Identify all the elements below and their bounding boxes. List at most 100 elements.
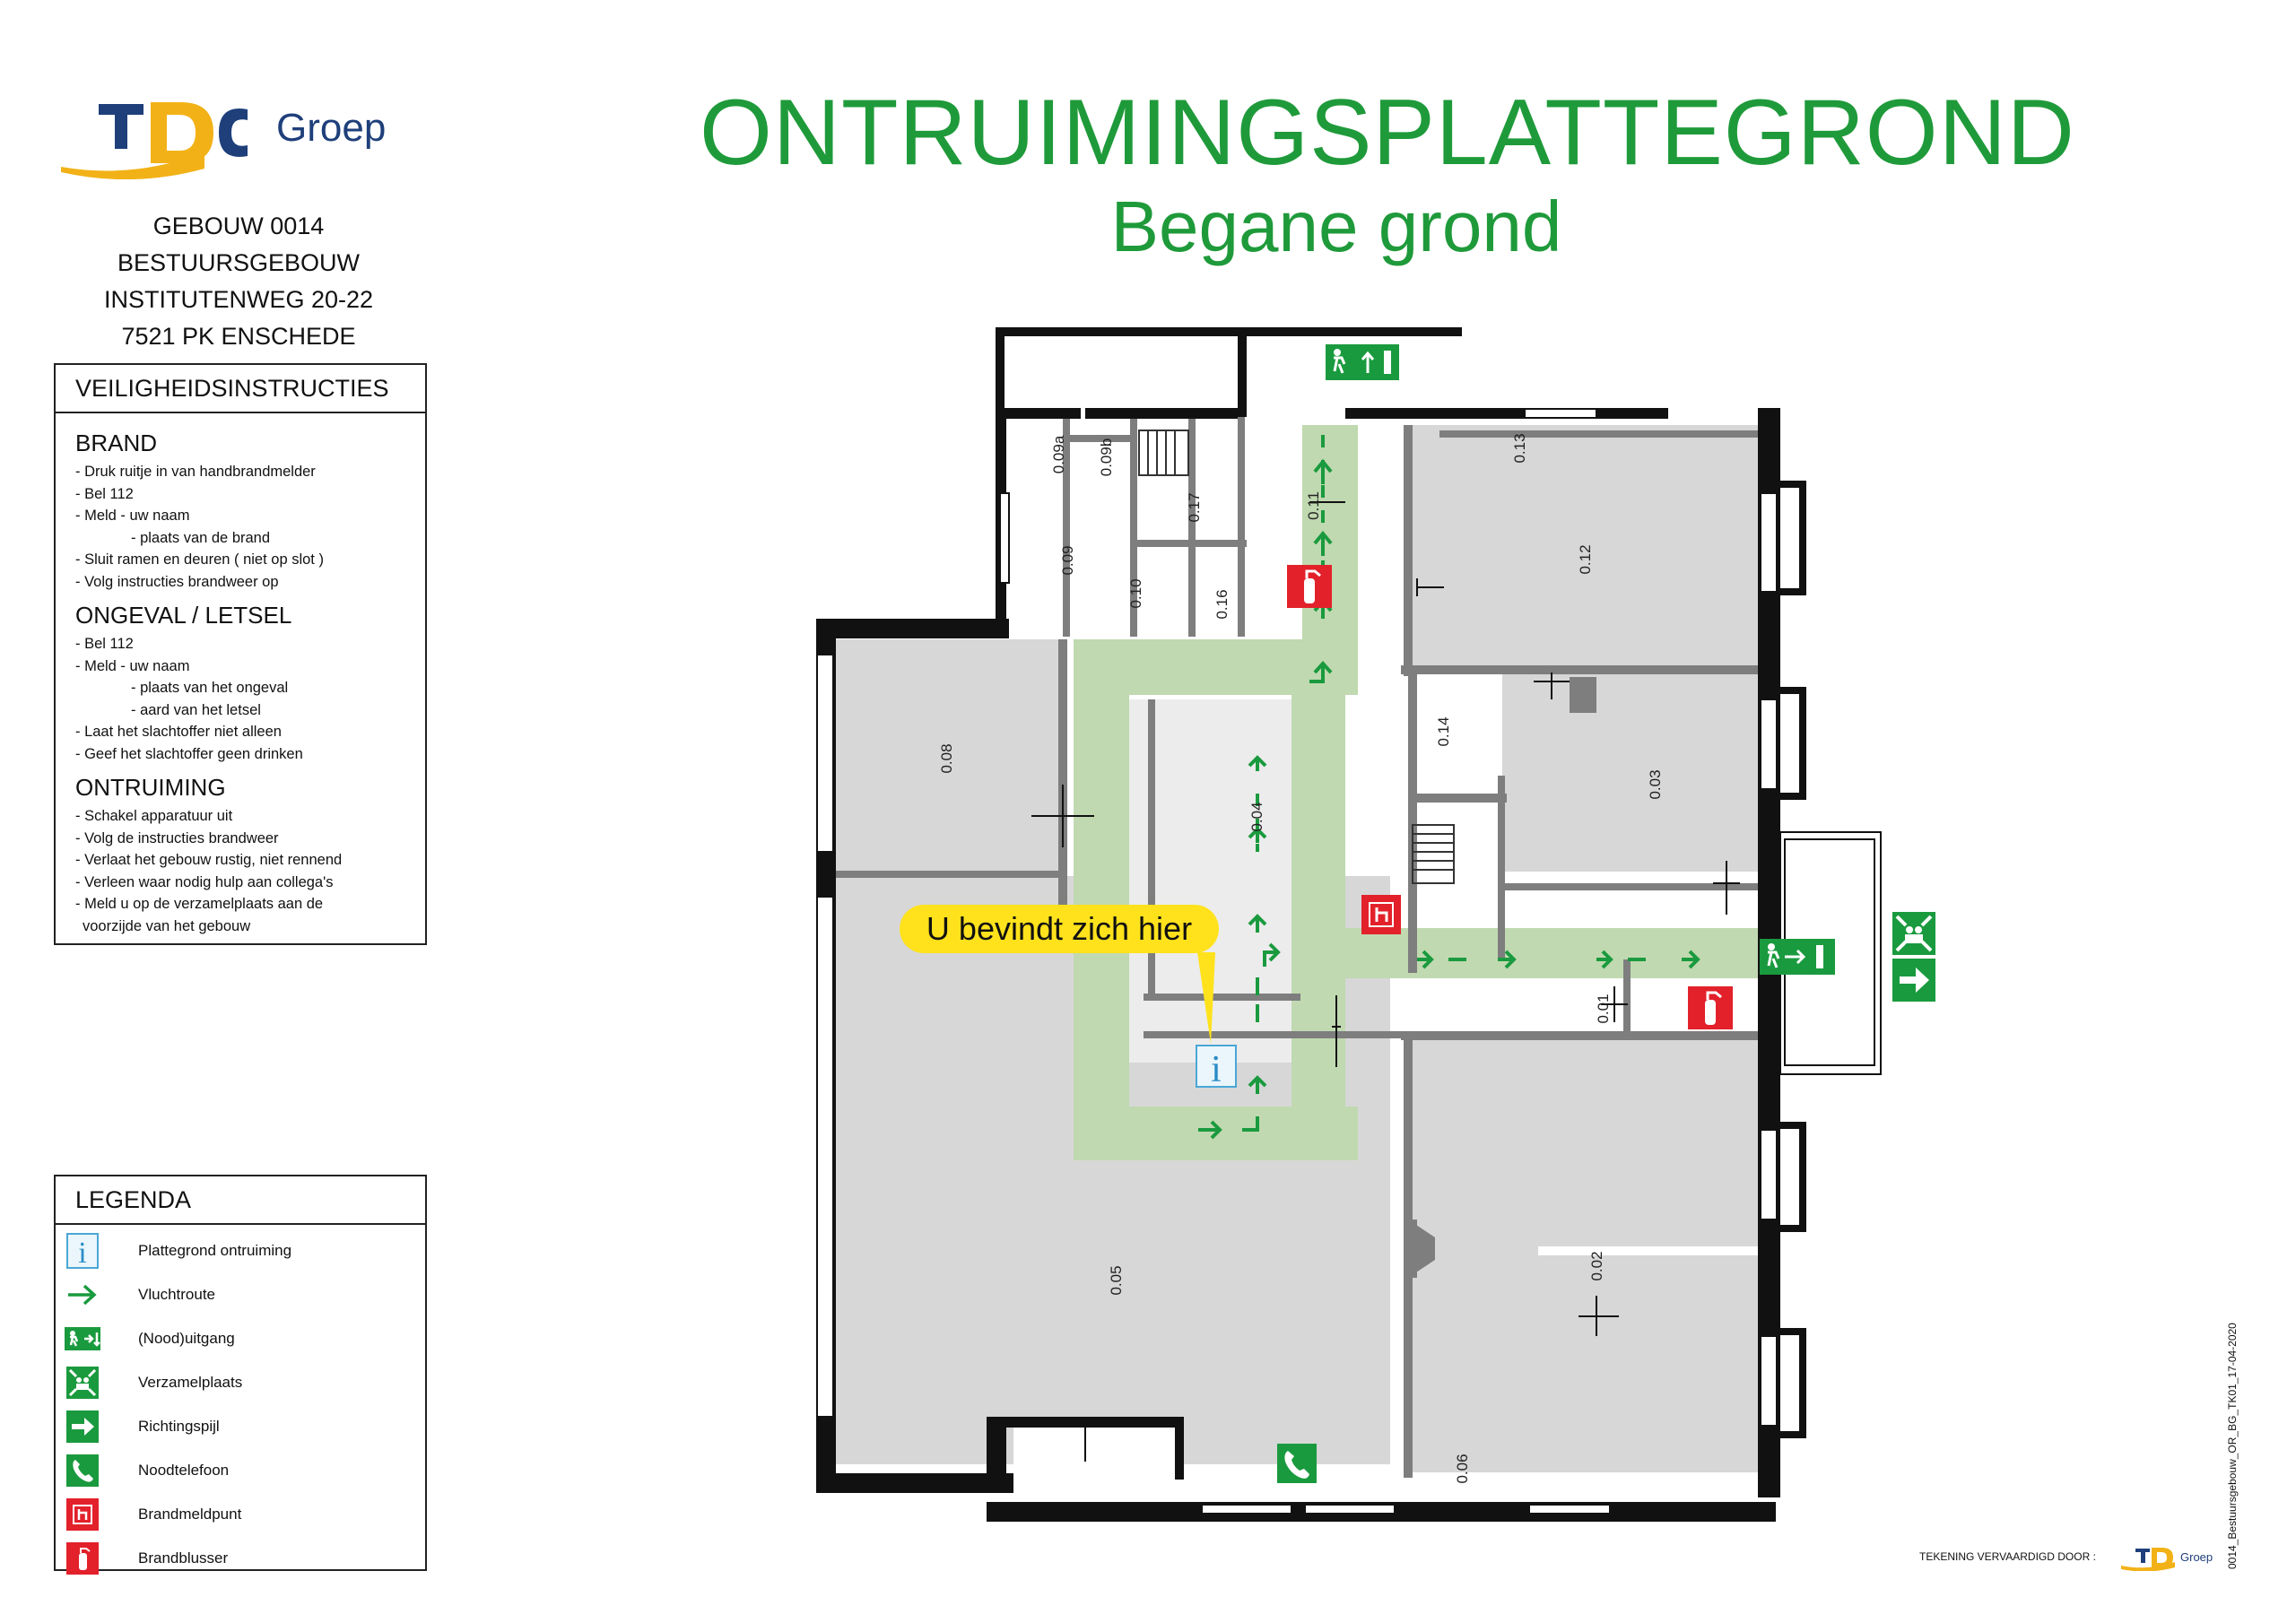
- info-icon: i: [65, 1233, 100, 1269]
- room-label: 0.17: [1186, 492, 1203, 522]
- room-0-12: [1408, 425, 1758, 674]
- assembly-point-icon: [65, 1365, 100, 1401]
- instruction-line: - Schakel apparatuur uit: [75, 808, 233, 824]
- room-label: 0.09a: [1050, 435, 1067, 473]
- exit-icon: [65, 1321, 100, 1357]
- extinguisher-sign: [1287, 565, 1332, 608]
- drawing-id: 0014_Bestuursgebouw_OR_BG_TK01_17-04-202…: [2226, 1323, 2239, 1569]
- legend-label: (Nood)uitgang: [138, 1330, 235, 1347]
- room-label: 0.04: [1248, 802, 1265, 831]
- tdc-groep-logo: Groep: [61, 90, 429, 180]
- room-labels: 0.08 0.05 0.02 0.12 0.03 0.04 0.01 0.06 …: [938, 433, 1664, 1483]
- room-label: 0.09: [1059, 545, 1076, 575]
- legend-item: Verzamelplaats: [56, 1362, 242, 1403]
- you-are-here-label: U bevindt zich hier: [900, 905, 1219, 953]
- room-label: 0.10: [1127, 578, 1144, 608]
- legend-item: Brandmeldpunt: [56, 1494, 241, 1535]
- legend-label: Vluchtroute: [138, 1286, 215, 1303]
- legend-label: Brandblusser: [138, 1549, 229, 1567]
- legend-label: Brandmeldpunt: [138, 1506, 242, 1523]
- room-label: 0.12: [1577, 544, 1594, 574]
- page-subtitle: Begane grond: [1110, 187, 1562, 266]
- room-label: 0.06: [1454, 1454, 1471, 1483]
- instruction-line: - Bel 112: [75, 636, 134, 652]
- room-label: 0.01: [1595, 994, 1612, 1023]
- page-title: ONTRUIMINGSPLATTEGROND: [700, 81, 2075, 185]
- extinguisher-icon: [65, 1541, 100, 1576]
- legend-item: Brandblusser: [56, 1538, 228, 1579]
- room-label: 0.02: [1588, 1251, 1605, 1280]
- instruction-line: - plaats van het ongeval: [131, 680, 289, 696]
- room-label: 0.14: [1435, 716, 1452, 746]
- instruction-line: - plaats van de brand: [131, 529, 271, 546]
- section-title-ongeval: ONGEVAL / LETSEL: [75, 602, 292, 629]
- instruction-line: - Sluit ramen en deuren ( niet op slot ): [75, 551, 324, 568]
- legend-header: LEGENDA: [56, 1176, 425, 1225]
- direction-arrow-icon: [65, 1409, 100, 1445]
- room-0-02: [1408, 1040, 1758, 1472]
- address-line: 7521 PK ENSCHEDE: [121, 323, 356, 350]
- phone-sign: [1277, 1444, 1317, 1483]
- tdc-groep-logo-small: Groep: [2121, 1544, 2220, 1572]
- small-logo-text: Groep: [2180, 1550, 2213, 1564]
- address-line: INSTITUTENWEG 20-22: [103, 286, 374, 313]
- instruction-line: - aard van het letsel: [131, 701, 261, 718]
- address-line: GEBOUW 0014: [152, 213, 325, 239]
- logo-text: Groep: [276, 106, 387, 150]
- extinguisher-sign: [1688, 986, 1733, 1029]
- legend-panel: LEGENDA i Plattegrond ontruiming Vluchtr…: [54, 1175, 427, 1575]
- room-label: 0.09b: [1098, 438, 1115, 477]
- instruction-line: - Druk ruitje in van handbrandmelder: [75, 464, 316, 480]
- safety-instructions-panel: VEILIGHEIDSINSTRUCTIES BRAND - Druk ruit…: [54, 363, 427, 945]
- legend-item: (Nood)uitgang: [56, 1318, 235, 1359]
- room-label: 0.16: [1213, 589, 1231, 619]
- svg-text:i: i: [78, 1237, 86, 1269]
- legend-item: Noodtelefoon: [56, 1450, 229, 1491]
- instruction-line: - Meld u op de verzamelplaats aan de: [75, 896, 324, 912]
- arrow-icon: [65, 1277, 100, 1313]
- building-address: GEBOUW 0014 BESTUURSGEBOUW INSTITUTENWEG…: [54, 208, 423, 355]
- legend-label: Verzamelplaats: [138, 1374, 243, 1391]
- room-label: 0.05: [1108, 1265, 1125, 1295]
- room-0-03: [1502, 674, 1758, 872]
- phone-icon: [65, 1453, 100, 1488]
- instruction-line: - Volg de instructies brandweer: [75, 829, 279, 846]
- drawing-credits: TEKENING VERVAARDIGD DOOR :: [1919, 1550, 2096, 1563]
- stairs: [1138, 430, 1455, 884]
- legend-item: Vluchtroute: [56, 1274, 215, 1315]
- fire-alarm-icon: [65, 1497, 100, 1532]
- svg-text:i: i: [1211, 1049, 1222, 1090]
- assembly-point-sign: [1892, 912, 1935, 955]
- instruction-line: - Verleen waar nodig hulp aan collega's: [75, 873, 334, 890]
- room-label: 0.13: [1511, 433, 1528, 463]
- instruction-line: - Meld - uw naam: [75, 508, 190, 524]
- instruction-line: - Meld - uw naam: [75, 657, 190, 674]
- bubble-pointer: [1197, 952, 1215, 1044]
- instruction-line: - Laat het slachtoffer niet alleen: [75, 724, 282, 740]
- exit-sign-right: [1760, 939, 1835, 975]
- instruction-line: - Verlaat het gebouw rustig, niet rennen…: [75, 852, 343, 868]
- tdc-logo-mark: [61, 102, 248, 180]
- room-label: 0.08: [938, 743, 955, 773]
- info-marker: i: [1196, 1045, 1237, 1090]
- instruction-line: - Bel 112: [75, 485, 134, 502]
- instruction-line: voorzijde van het gebouw: [83, 917, 251, 934]
- exit-sign-top: [1326, 344, 1399, 380]
- legend-label: Plattegrond ontruiming: [138, 1242, 292, 1259]
- section-title-brand: BRAND: [75, 430, 158, 456]
- direction-arrow-sign: [1892, 959, 1935, 1002]
- floor-plan-drawing: i 0.08 0.05 0.02 0.12 0.03 0.04 0.01 0.0…: [816, 327, 1882, 1522]
- floor-plan: i 0.08 0.05 0.02 0.12 0.03 0.04 0.01 0.0…: [789, 305, 1892, 1542]
- legend-label: Richtingspijl: [138, 1418, 220, 1435]
- safety-instructions-header: VEILIGHEIDSINSTRUCTIES: [56, 365, 425, 413]
- legend-item: i Plattegrond ontruiming: [56, 1230, 291, 1271]
- fire-alarm-sign: [1361, 895, 1401, 934]
- legend-item: Richtingspijl: [56, 1406, 220, 1447]
- door-marks: [1031, 501, 1740, 1462]
- instruction-line: - Volg instructies brandweer op: [75, 573, 279, 590]
- address-line: BESTUURSGEBOUW: [117, 249, 361, 276]
- room-label: 0.11: [1305, 491, 1322, 520]
- instruction-line: - Geef het slachtoffer geen drinken: [75, 745, 303, 762]
- section-title-ontruiming: ONTRUIMING: [75, 774, 226, 801]
- legend-label: Noodtelefoon: [138, 1462, 230, 1479]
